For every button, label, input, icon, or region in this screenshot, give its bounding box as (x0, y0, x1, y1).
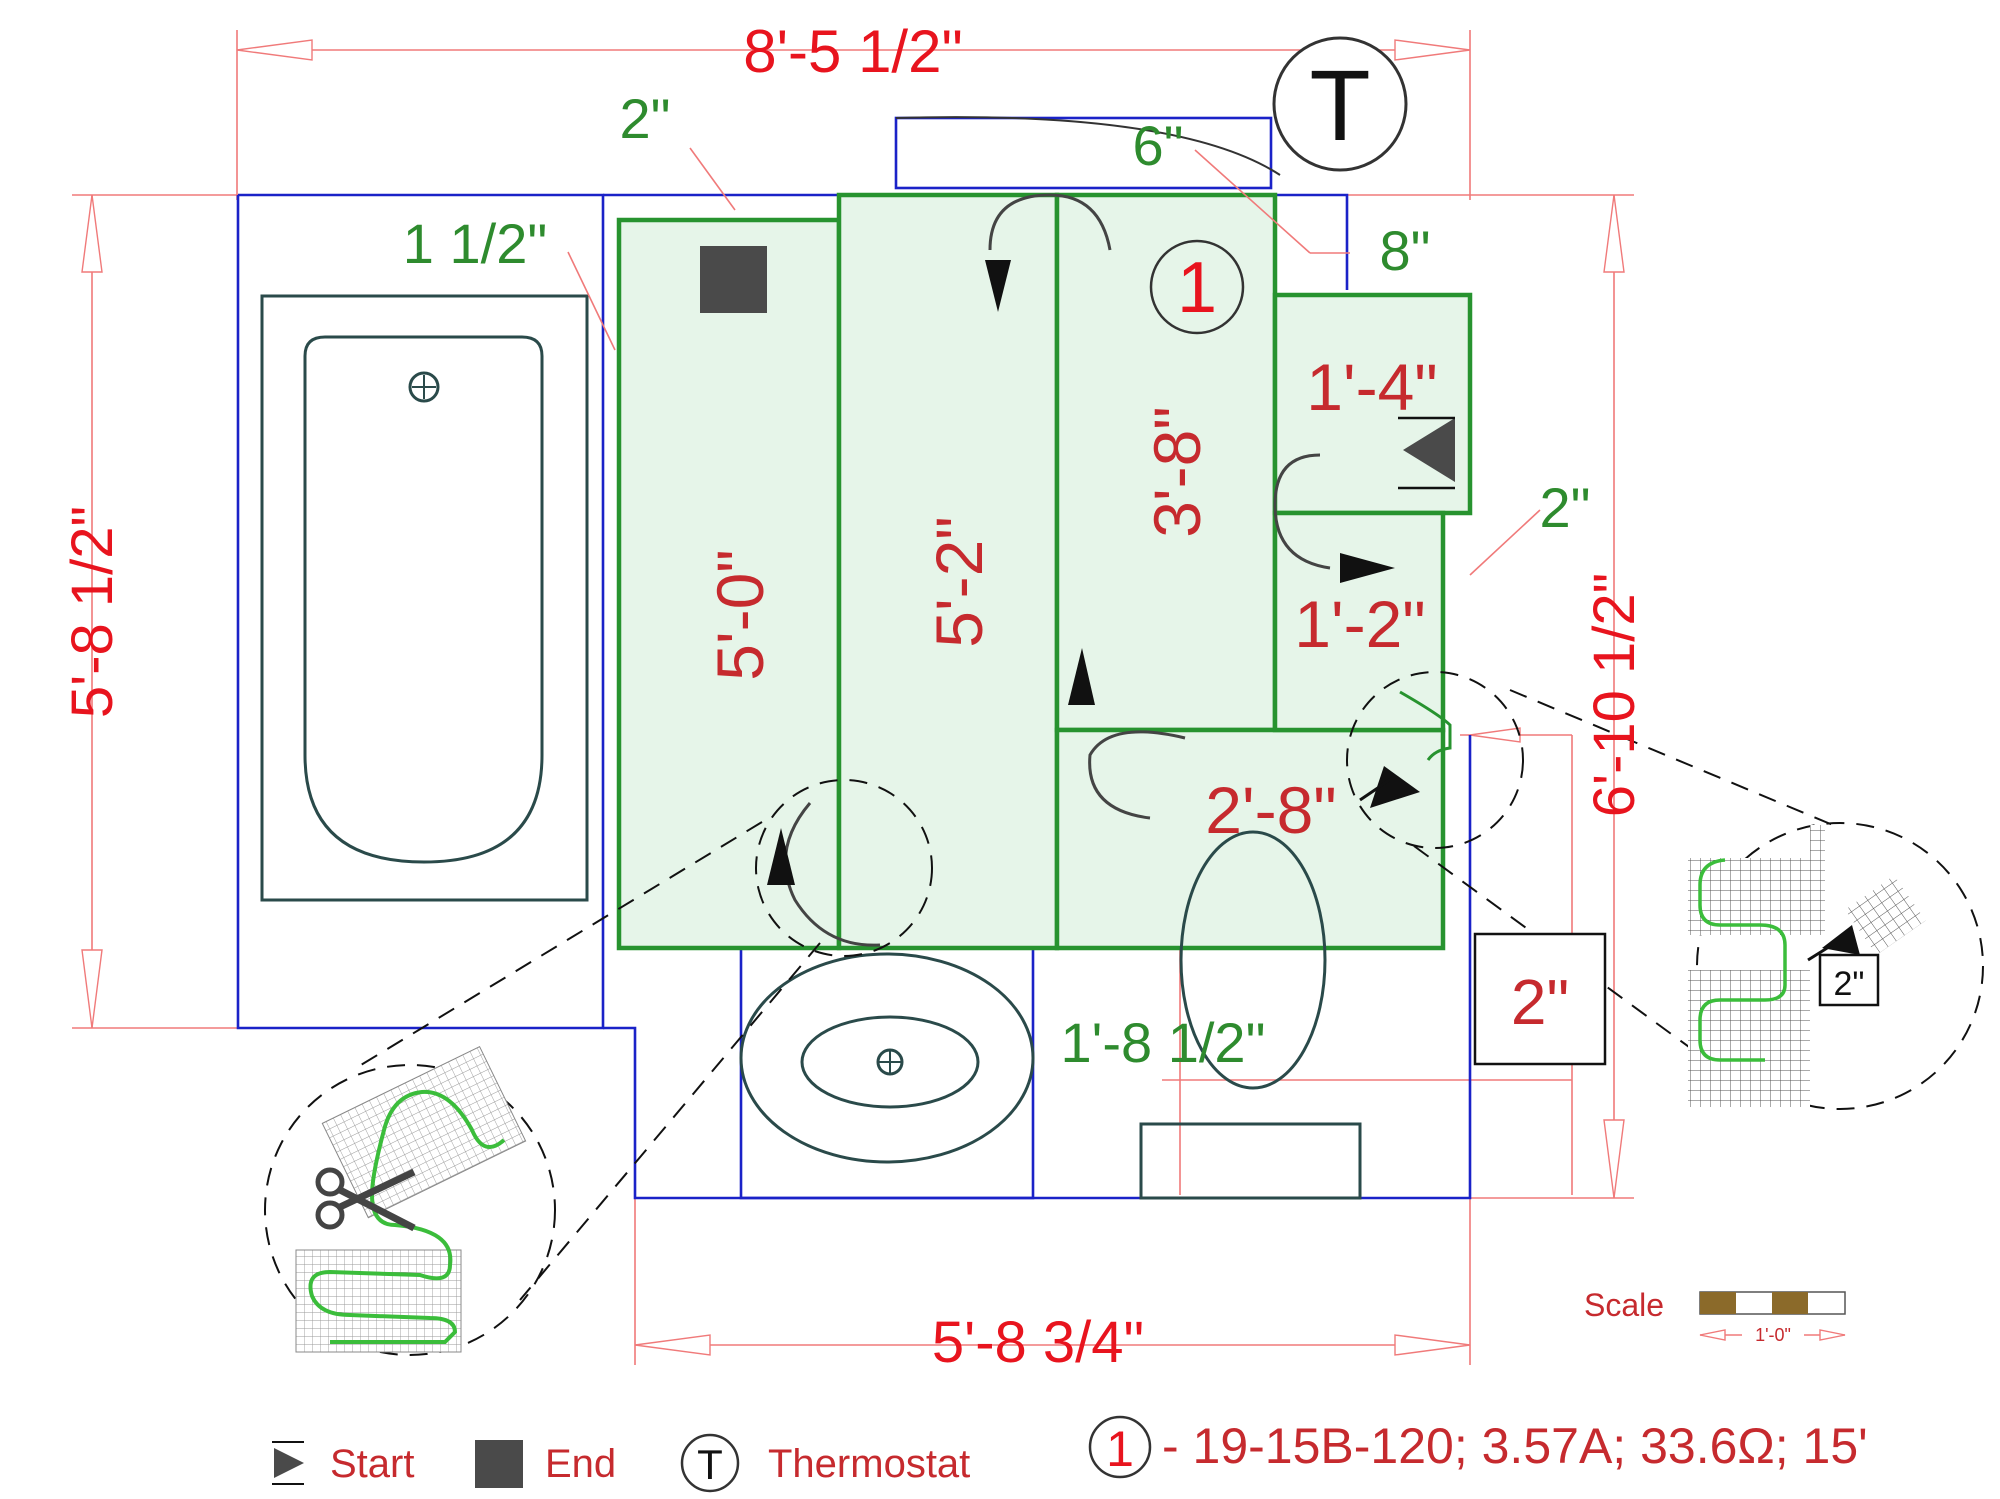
door-swing-box (894, 116, 1273, 190)
legend-end-label: End (545, 1442, 616, 1486)
mat-strip-3 (1054, 192, 1278, 733)
strip-4-label: 1'-4" (1306, 350, 1437, 424)
toilet (1139, 830, 1362, 1200)
scale-label: Scale (1584, 1287, 1664, 1323)
mat-strip-6 (1054, 727, 1446, 951)
door-swing-arc (895, 116, 1281, 176)
legend-circuit-number: 1 (1106, 1421, 1134, 1477)
gap-right-label: 2" (1539, 476, 1590, 539)
leader-lines (567, 147, 1541, 576)
gap-6-label: 6" (1132, 114, 1183, 177)
bathtub (260, 294, 589, 902)
legend-circuit-spec: - 19-15B-120; 3.57A; 33.6Ω; 15' (1162, 1418, 1868, 1474)
circuit-marker: 1 (1149, 239, 1245, 335)
heating-mat (616, 192, 1473, 951)
strip-1-label: 5'-0" (703, 549, 777, 680)
circuit-number: 1 (1177, 248, 1217, 328)
start-marker (1398, 416, 1455, 490)
sink (739, 952, 1035, 1164)
right-detail-gap: 2" (1688, 825, 1926, 1107)
scale-length: 1'-0" (1755, 1325, 1791, 1345)
detail-callouts (264, 671, 1984, 1356)
legend-end-icon (475, 1440, 523, 1488)
gap-1-5-label: 1 1/2" (403, 212, 547, 275)
gap-box-label: 2" (1511, 966, 1569, 1038)
legend-thermostat-icon: T (680, 1433, 740, 1493)
vanity-outline (739, 941, 1035, 1200)
legend-start-label: Start (330, 1442, 414, 1486)
thermostat-letter: T (1309, 50, 1370, 162)
right-height-label: 6'-10 1/2" (1582, 573, 1647, 818)
strip-6-label: 2'-8" (1205, 773, 1336, 847)
legend: Start End T Thermostat 1 - 19-15B-120; 3… (272, 1415, 1868, 1493)
mat-strip-2 (836, 192, 1060, 951)
gap-8-label: 8" (1379, 219, 1430, 282)
gap-top-label: 2" (619, 87, 670, 150)
legend-start-icon (272, 1441, 304, 1485)
gap-detail-box (1473, 932, 1607, 1066)
thermostat-symbol: T (1272, 36, 1408, 172)
mat-strip-5 (1272, 510, 1446, 733)
scale-bar: Scale 1'-0" (1584, 1287, 1846, 1345)
legend-circuit-icon: 1 (1088, 1415, 1152, 1479)
legend-thermostat-letter: T (697, 1441, 723, 1488)
end-marker (700, 246, 767, 313)
detail-gap-label: 2" (1834, 965, 1865, 1003)
strip-3-label: 3'-8" (1140, 406, 1214, 537)
strip-2-label: 5'-2" (922, 516, 996, 647)
mat-strip-1 (616, 217, 842, 951)
detail-circle-left (264, 1064, 556, 1356)
mat-strip-4 (1272, 292, 1473, 516)
legend-thermostat-label: Thermostat (768, 1442, 970, 1486)
left-height-label: 5'-8 1/2" (60, 506, 125, 718)
bottom-width-label: 5'-8 3/4" (932, 1310, 1144, 1375)
strip-5-label: 1'-2" (1294, 587, 1425, 661)
left-detail-cut-mat (295, 1045, 527, 1353)
turn-arrows (767, 193, 1420, 947)
detail-circle-right (1696, 822, 1984, 1110)
overall-width-label: 8'-5 1/2" (743, 18, 963, 85)
scissors-icon (315, 1167, 416, 1232)
vanity-gap-label: 1'-8 1/2" (1061, 1011, 1266, 1074)
